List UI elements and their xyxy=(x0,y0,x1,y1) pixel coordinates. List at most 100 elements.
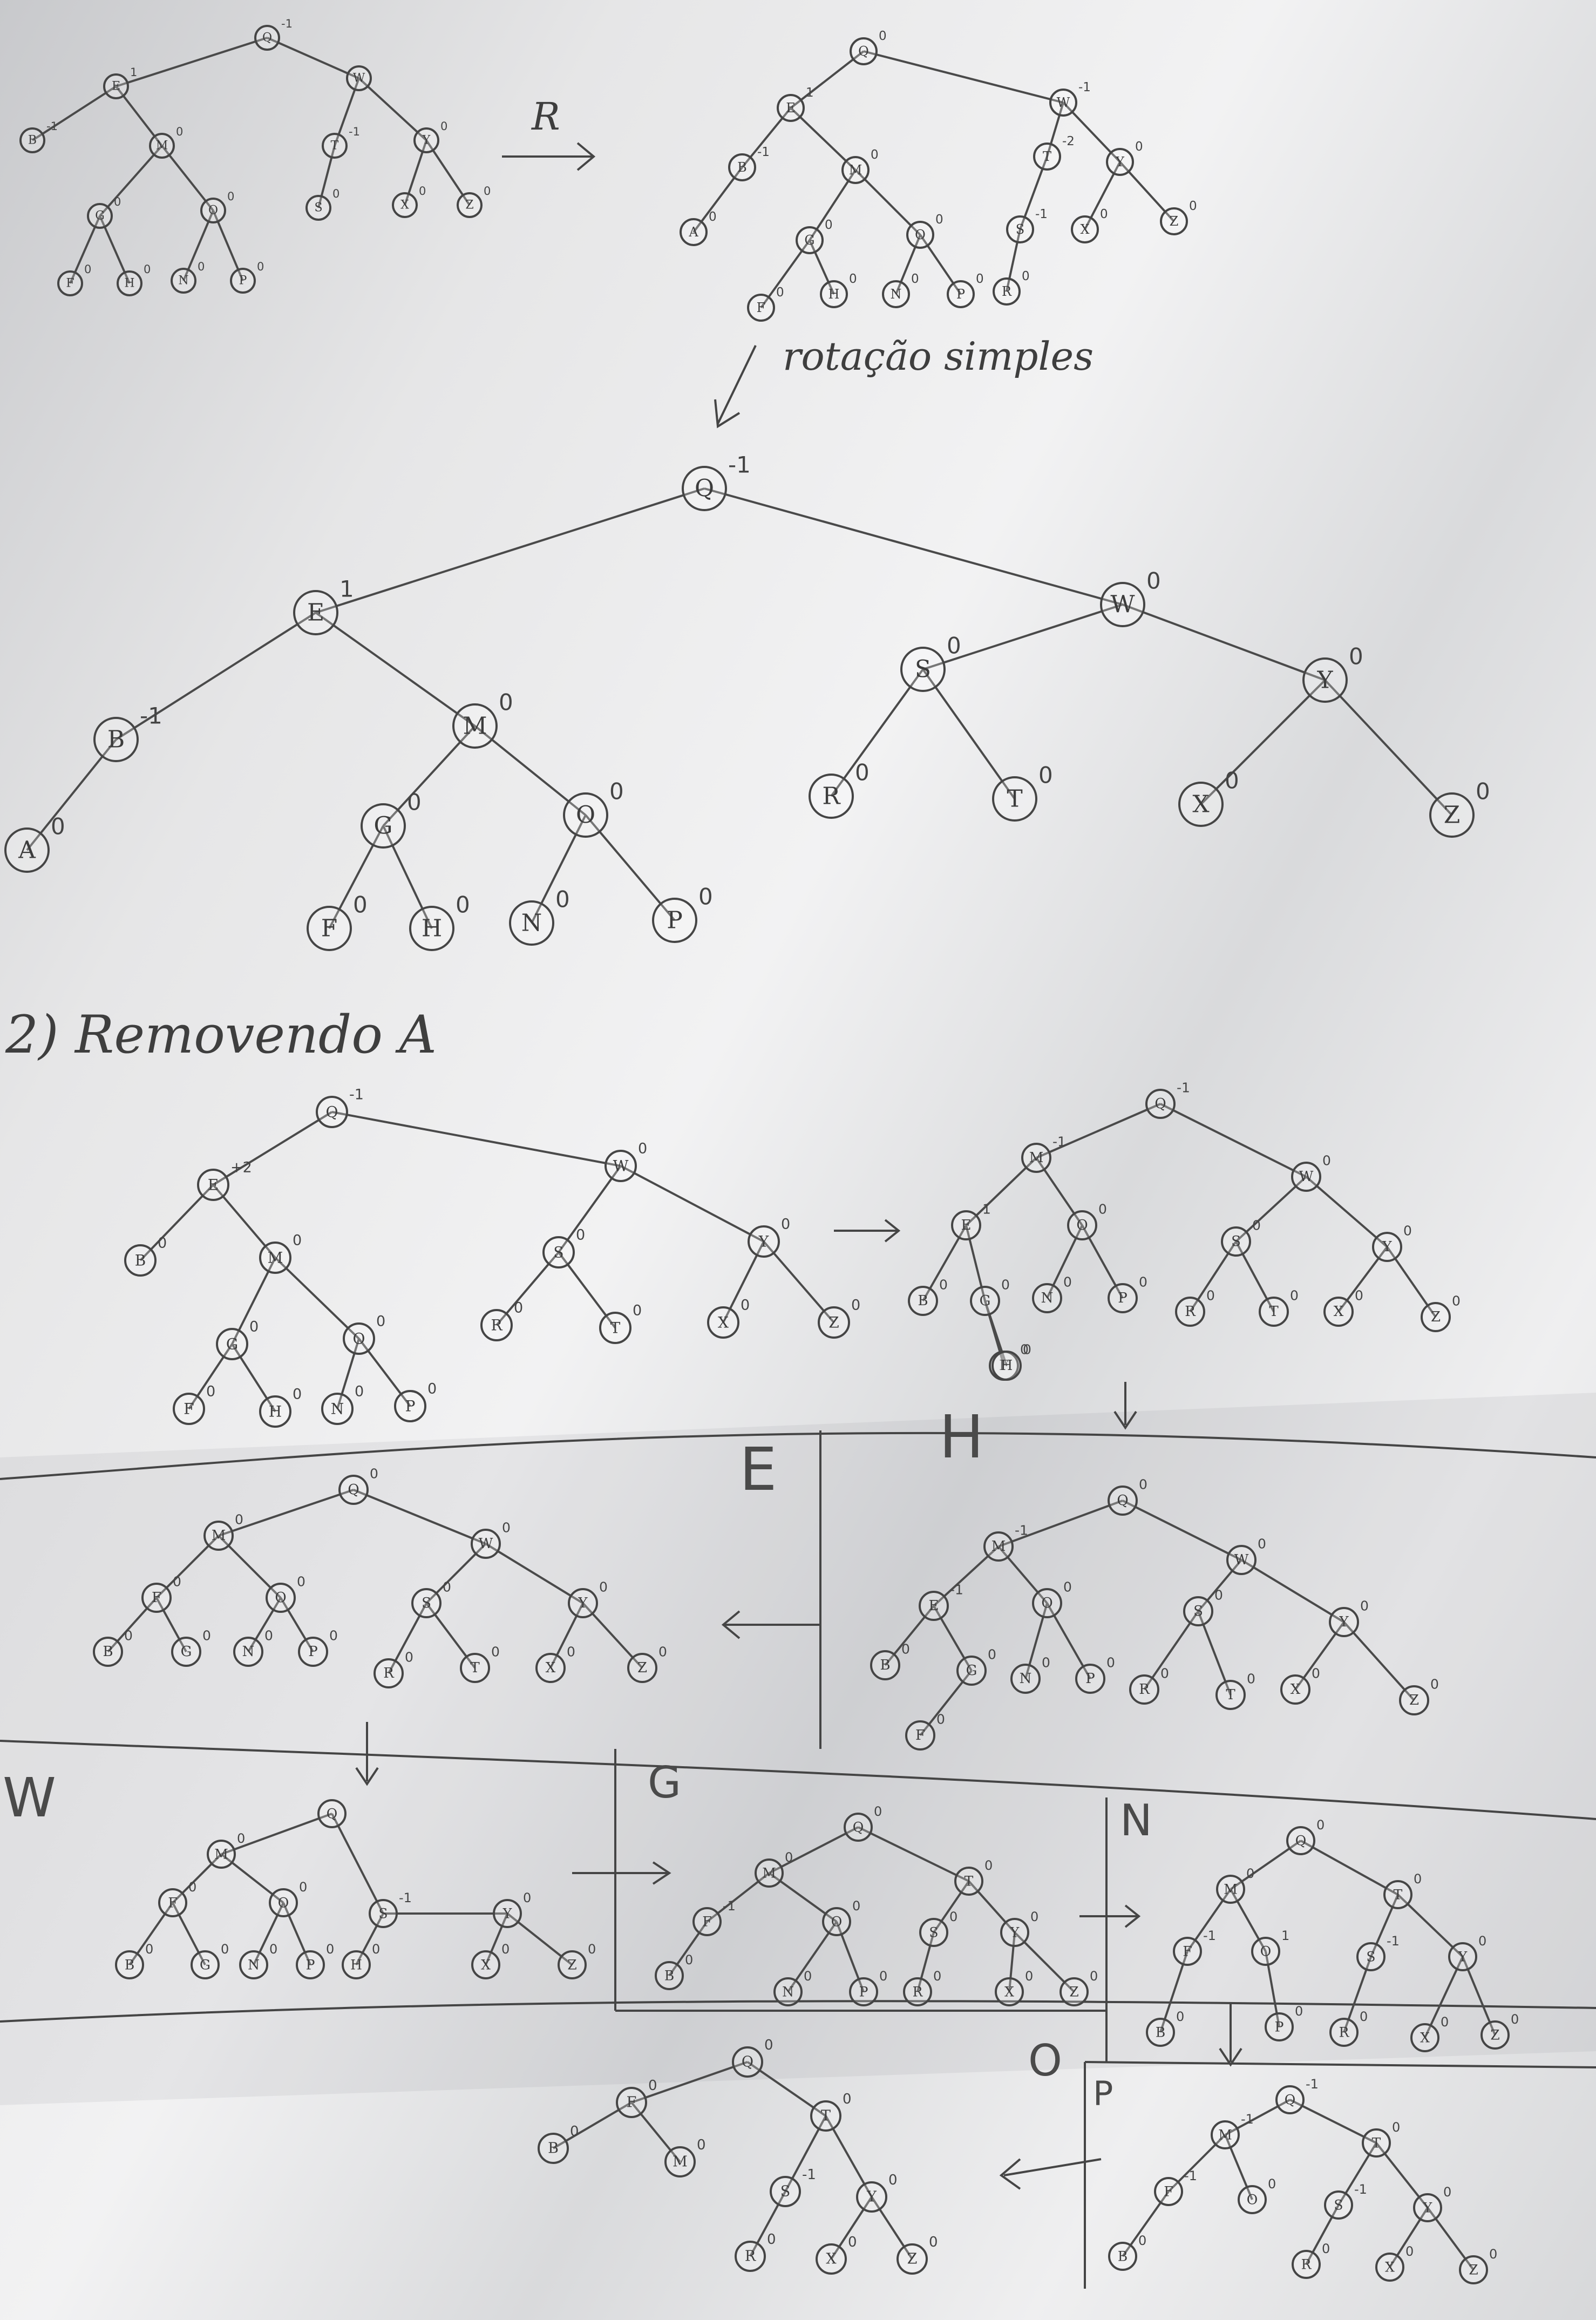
node-circle xyxy=(1259,1297,1289,1327)
node-circle xyxy=(856,2181,887,2213)
node-label: R xyxy=(745,2248,756,2265)
node-circle xyxy=(509,900,554,946)
balance-factor: 0 xyxy=(372,1942,380,1957)
node-label: O xyxy=(1076,1217,1088,1233)
tree-edge xyxy=(1240,1559,1345,1623)
tree-edge xyxy=(358,77,427,141)
tree-edge xyxy=(282,1902,311,1965)
node-label: B xyxy=(1118,2249,1128,2264)
tree-edge xyxy=(1343,1621,1415,1701)
tree-node-g: G0 xyxy=(171,1628,211,1667)
node-label: S xyxy=(1334,2197,1343,2213)
node-circle xyxy=(1108,2242,1137,2271)
tree-node-y: Y0 xyxy=(1372,1223,1412,1262)
balance-factor: 0 xyxy=(1030,1909,1038,1924)
tree-node-p: P0 xyxy=(1265,2004,1303,2041)
tree-edge xyxy=(1389,2207,1429,2268)
node-label: Q xyxy=(262,31,272,45)
node-label: R xyxy=(1301,2257,1312,2272)
node-label: F xyxy=(915,1727,925,1744)
balance-factor: 0 xyxy=(633,1303,642,1319)
node-label: W xyxy=(1057,95,1070,110)
node-circle xyxy=(947,280,975,308)
balance-factor: 0 xyxy=(144,263,151,276)
tree-node-t: T-1 xyxy=(322,125,360,159)
tree-node-s: S0 xyxy=(919,1909,957,1947)
tree-node-y: Y0 xyxy=(1329,1598,1369,1637)
balance-factor: 0 xyxy=(257,260,264,273)
node-label: T xyxy=(821,2108,831,2125)
balance-factor: 0 xyxy=(523,1890,531,1905)
tree-edge xyxy=(585,814,676,921)
node-label: P xyxy=(956,287,965,302)
node-circle xyxy=(409,906,454,951)
balance-factor: 0 xyxy=(804,1969,812,1984)
tree-node-q: Q0 xyxy=(1286,1817,1325,1855)
node-label: Y xyxy=(1339,1614,1349,1630)
node-label: Y xyxy=(502,1906,512,1922)
node-circle xyxy=(1160,207,1188,235)
tree-node-r: R0 xyxy=(480,1300,523,1341)
tree-edge xyxy=(315,487,705,614)
node-label: Z xyxy=(907,2251,918,2268)
balance-factor: 0 xyxy=(1023,1342,1031,1358)
tree-node-z: Z0 xyxy=(457,185,491,218)
node-circle xyxy=(535,1653,566,1683)
node-label: F xyxy=(152,1590,161,1606)
node-circle xyxy=(93,717,139,762)
node-label: M xyxy=(991,1538,1006,1555)
node-circle xyxy=(1006,215,1034,243)
balance-factor: 0 xyxy=(1135,140,1143,154)
tree-node-t: T0 xyxy=(599,1303,642,1344)
balance-factor: 0 xyxy=(1022,269,1030,283)
node-circle xyxy=(616,2087,647,2118)
node-label: N xyxy=(1020,1671,1032,1687)
balance-factor: 0 xyxy=(353,892,368,918)
balance-factor: 0 xyxy=(599,1579,608,1595)
balance-factor: 0 xyxy=(188,1880,196,1895)
arrow-right-icon xyxy=(1079,1904,1141,1928)
tree-edge xyxy=(253,1902,284,1965)
balance-factor: 0 xyxy=(456,892,470,918)
node-label: P xyxy=(859,1984,868,2000)
tree-node-w: W0 xyxy=(1226,1536,1266,1575)
balance-factor: 0 xyxy=(879,1969,887,1984)
node-circle xyxy=(1329,1607,1359,1637)
balance-factor: 0 xyxy=(1414,1871,1422,1887)
tree-edge xyxy=(1305,1176,1388,1248)
node-circle xyxy=(296,1950,325,1979)
balance-factor: 0 xyxy=(555,886,570,913)
node-label: T xyxy=(470,1660,480,1676)
node-label: Z xyxy=(1490,2027,1499,2043)
balance-factor: 0 xyxy=(1176,2009,1184,2024)
tree-node-o: O0 xyxy=(269,1880,307,1917)
node-circle xyxy=(822,1907,851,1936)
tree-node-n: N0 xyxy=(1032,1274,1072,1313)
tree-node-h: H0 xyxy=(409,892,470,951)
node-label: S xyxy=(1231,1233,1241,1250)
node-circle xyxy=(655,1961,684,1990)
tree-node-t: T0 xyxy=(1383,1871,1422,1909)
tree-node-x: X0 xyxy=(535,1644,575,1683)
balance-factor: 0 xyxy=(237,1831,245,1846)
balance-factor: 1 xyxy=(339,576,354,602)
tree-node-y: Y0 xyxy=(493,1890,531,1928)
node-label: F xyxy=(999,1358,1009,1374)
panel-label-o: O xyxy=(1028,2036,1062,2086)
balance-factor: 0 xyxy=(1025,1969,1033,1984)
balance-factor: 0 xyxy=(1139,1477,1147,1493)
tree-node-r: R0 xyxy=(1329,2009,1368,2047)
balance-factor: 0 xyxy=(1489,2247,1497,2262)
node-label: X xyxy=(1420,2030,1430,2046)
node-label: B xyxy=(737,160,747,175)
tree-edge xyxy=(1324,679,1453,816)
node-label: P xyxy=(1085,1671,1095,1687)
balance-factor: 0 xyxy=(936,1712,945,1727)
node-circle xyxy=(1383,1880,1412,1909)
balance-factor: 0 xyxy=(848,2234,857,2250)
tree-node-t: T0 xyxy=(992,762,1053,822)
balance-factor: 0 xyxy=(1160,1666,1169,1681)
tree-node-r: R0 xyxy=(809,759,870,819)
